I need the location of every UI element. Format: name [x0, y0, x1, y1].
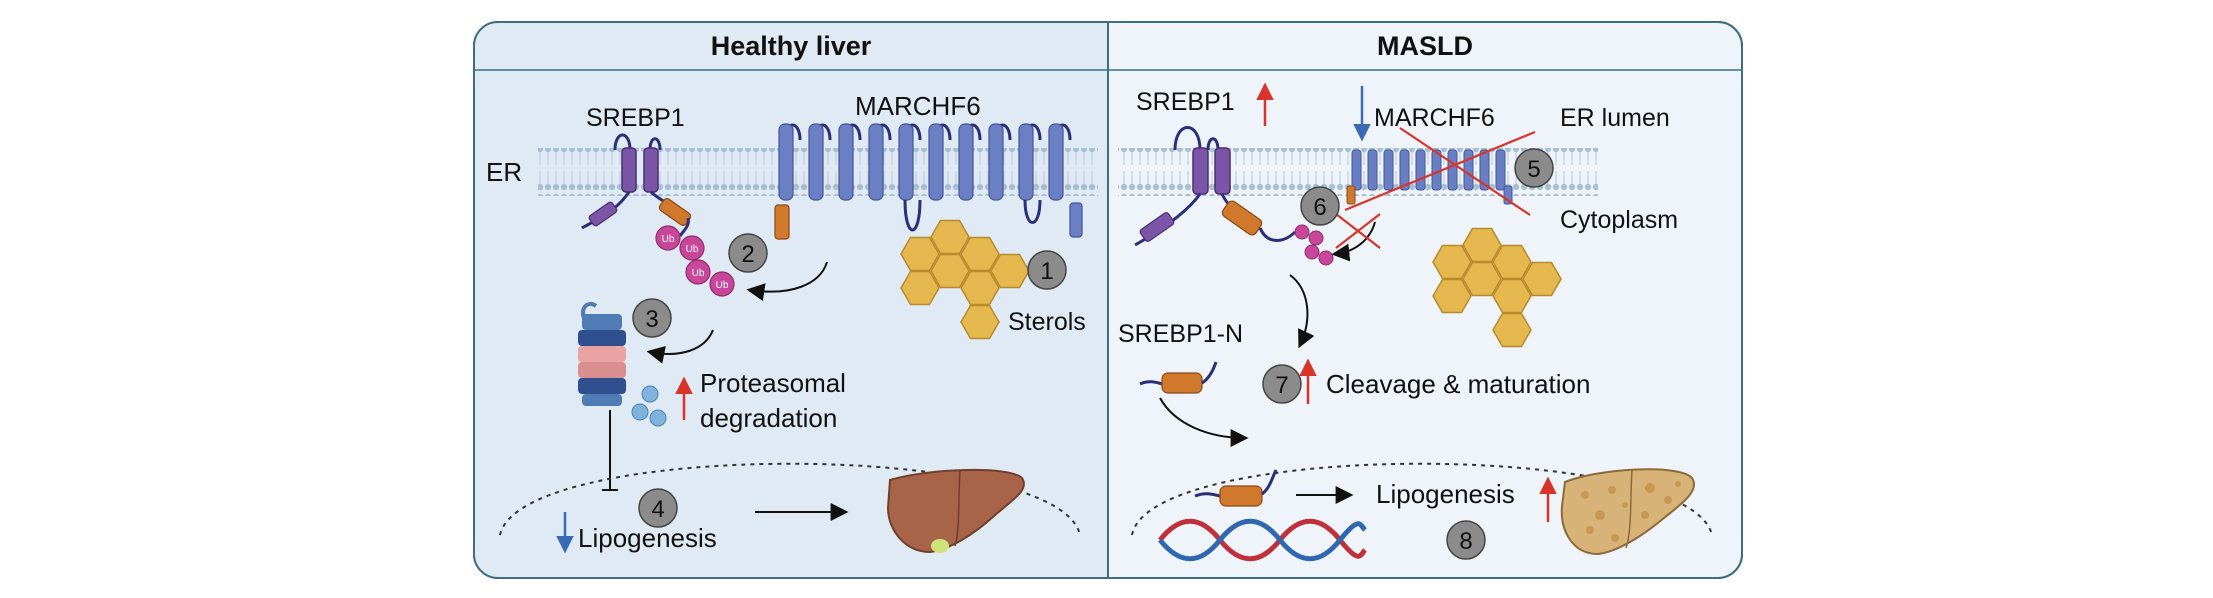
- svg-text:2: 2: [741, 241, 754, 268]
- healthy-liver-icon: [886, 469, 1025, 554]
- srebp1-protein-right: [1134, 126, 1297, 247]
- sterols-label: Sterols: [1008, 308, 1086, 336]
- cross-ub-b: [1335, 213, 1381, 249]
- marchf6-label-right: MARCHF6: [1374, 104, 1495, 132]
- degraded-peptides: [631, 385, 667, 427]
- proteasomal-line2: degradation: [700, 403, 837, 433]
- cross-marchf6-a: [1344, 130, 1536, 212]
- srebp1n-in-nucleus: [1194, 469, 1278, 507]
- panel-title-right: MASLD: [1377, 31, 1473, 61]
- srebp1n-fragment: [1139, 361, 1218, 394]
- svg-text:Ub: Ub: [686, 244, 699, 255]
- lipogenesis-right: Lipogenesis: [1376, 479, 1515, 509]
- marchf6-label-left: MARCHF6: [855, 91, 981, 121]
- step-badge-6: 6: [1300, 186, 1340, 226]
- svg-text:Ub: Ub: [692, 268, 705, 279]
- step-badge-7: 7: [1262, 364, 1302, 404]
- svg-text:8: 8: [1459, 528, 1472, 555]
- srebp1-label-left: SREBP1: [586, 104, 685, 132]
- arrow-step3: [646, 329, 714, 364]
- svg-text:7: 7: [1275, 372, 1288, 399]
- er-lumen-label: ER lumen: [1560, 104, 1670, 132]
- arrow-to-srebp1n: [1289, 274, 1315, 349]
- marchf6-protein-right: [1346, 149, 1513, 205]
- arrow-step6: [1331, 221, 1376, 262]
- proteasome: [578, 301, 626, 406]
- ubiquitin-small: [1294, 224, 1334, 266]
- cytoplasm-label: Cytoplasm: [1560, 206, 1678, 234]
- svg-text:1: 1: [1040, 258, 1053, 285]
- cleavage-label: Cleavage & maturation: [1326, 369, 1590, 399]
- ubiquitin-chain: Ub Ub Ub Ub: [655, 225, 735, 297]
- fatty-liver-icon: [1560, 468, 1695, 556]
- svg-text:3: 3: [645, 306, 658, 333]
- lipogenesis-left: Lipogenesis: [578, 523, 717, 553]
- dna-helix: [1158, 518, 1367, 562]
- srebp1-protein-left: [581, 133, 692, 237]
- svg-text:5: 5: [1527, 156, 1540, 183]
- srebp1n-label: SREBP1-N: [1118, 320, 1243, 348]
- nucleus-right: [1131, 462, 1713, 536]
- arrow-step2: [746, 261, 828, 302]
- svg-text:Ub: Ub: [716, 280, 729, 291]
- svg-text:4: 4: [651, 496, 664, 523]
- proteasomal-line1: Proteasomal: [700, 368, 846, 398]
- step-badge-8: 8: [1446, 520, 1486, 560]
- cross-marchf6-b: [1399, 127, 1531, 216]
- nucleus-left: [499, 462, 1081, 536]
- arrow-to-nucleus: [1159, 397, 1249, 447]
- srebp1-label-right: SREBP1: [1136, 88, 1235, 116]
- step-badge-5: 5: [1514, 148, 1554, 188]
- step-badge-3: 3: [632, 298, 672, 338]
- step-badge-1: 1: [1027, 250, 1067, 290]
- svg-text:6: 6: [1313, 194, 1326, 221]
- panel-title-left: Healthy liver: [711, 31, 872, 61]
- er-label: ER: [486, 157, 522, 187]
- marchf6-protein-left: [774, 123, 1083, 240]
- svg-text:Ub: Ub: [662, 234, 675, 245]
- step-badge-2: 2: [728, 233, 768, 273]
- step-badge-4: 4: [638, 488, 678, 528]
